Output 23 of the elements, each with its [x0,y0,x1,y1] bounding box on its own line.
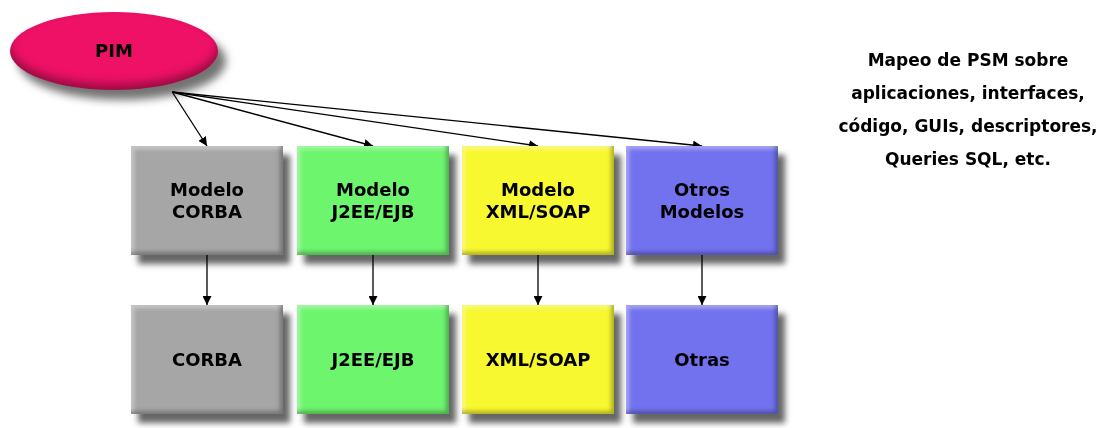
model-box [297,305,449,414]
node-label: Modelo CORBA [169,178,245,223]
node-label: Otros Modelos [658,178,746,223]
node-label: XML/SOAP [484,348,592,371]
model-box [462,305,614,414]
model-box [131,146,283,255]
node-label: Modelo J2EE/EJB [329,178,416,223]
model-box [297,146,449,255]
node-label: Modelo XML/SOAP [484,178,592,223]
model-box [131,305,283,414]
note-text: Mapeo de PSM sobre aplicaciones, interfaces, código, GUIs, descriptores, Queries SQL, etc. [837,49,1099,171]
model-box [626,305,778,414]
node-label: J2EE/EJB [329,348,416,371]
arrow [368,254,378,306]
node-label: PIM [94,40,134,62]
model-box [626,146,778,255]
node-label: CORBA [171,348,243,371]
arrow [171,91,208,147]
model-box [462,146,614,255]
arrow [202,254,212,306]
node-label: Otras [673,348,731,371]
arrow [533,254,543,306]
arrow [697,254,707,306]
